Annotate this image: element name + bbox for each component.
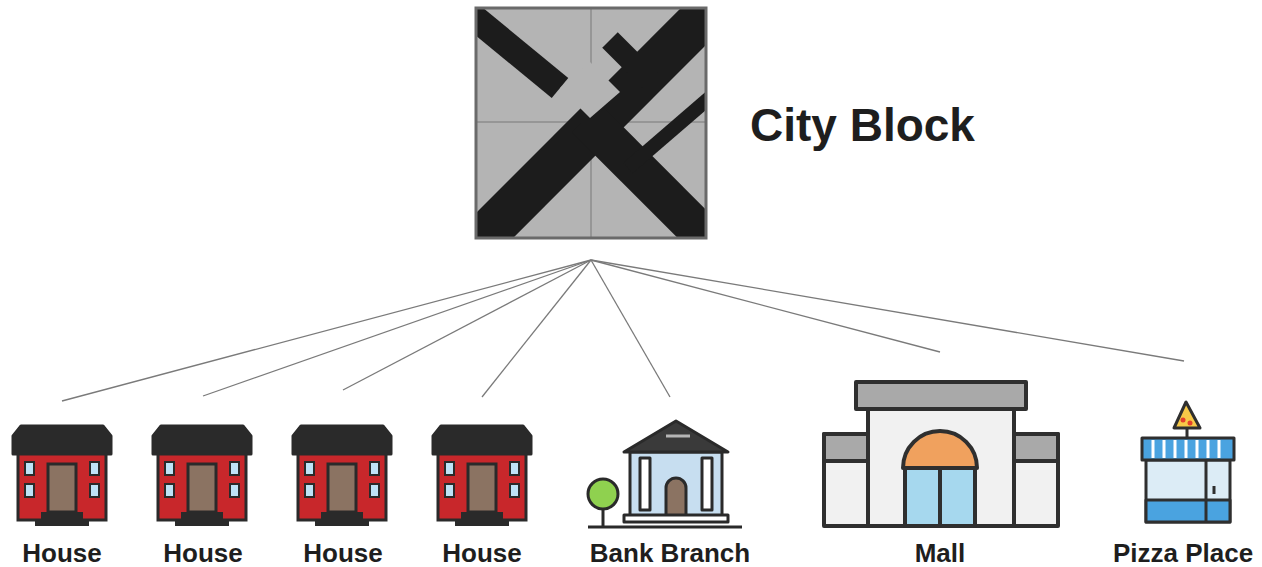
place-label: Mall: [815, 540, 1065, 566]
connector-line: [591, 260, 1184, 361]
connector-line: [343, 260, 591, 390]
place-node: House: [288, 390, 398, 566]
house-icon: [433, 426, 531, 526]
place-node: Mall: [815, 352, 1065, 566]
house-icon: [293, 426, 391, 526]
connector-line: [591, 260, 670, 397]
place-label: Pizza Place: [1108, 540, 1258, 566]
place-node: House: [427, 397, 537, 566]
place-node: House: [7, 401, 117, 566]
place-node: Pizza Place: [1108, 361, 1258, 566]
connector-line: [482, 260, 591, 397]
map-node: City Block: [476, 8, 706, 260]
mall-icon: [824, 382, 1058, 526]
place-label: Bank Branch: [585, 540, 755, 566]
place-label: House: [427, 540, 537, 566]
connector-line: [591, 260, 940, 352]
bank-icon: [588, 421, 742, 527]
house-icon: [153, 426, 251, 526]
pizza-place-icon: [1142, 402, 1234, 522]
place-node: House: [148, 396, 258, 566]
place-label: House: [7, 540, 117, 566]
block-title: City Block: [750, 102, 975, 148]
place-label: House: [288, 540, 398, 566]
place-node: Bank Branch: [585, 397, 755, 566]
connector-line: [203, 260, 591, 396]
place-label: House: [148, 540, 258, 566]
city-map-icon: [462, 0, 722, 258]
connector-line: [62, 260, 591, 401]
house-icon: [13, 426, 111, 526]
